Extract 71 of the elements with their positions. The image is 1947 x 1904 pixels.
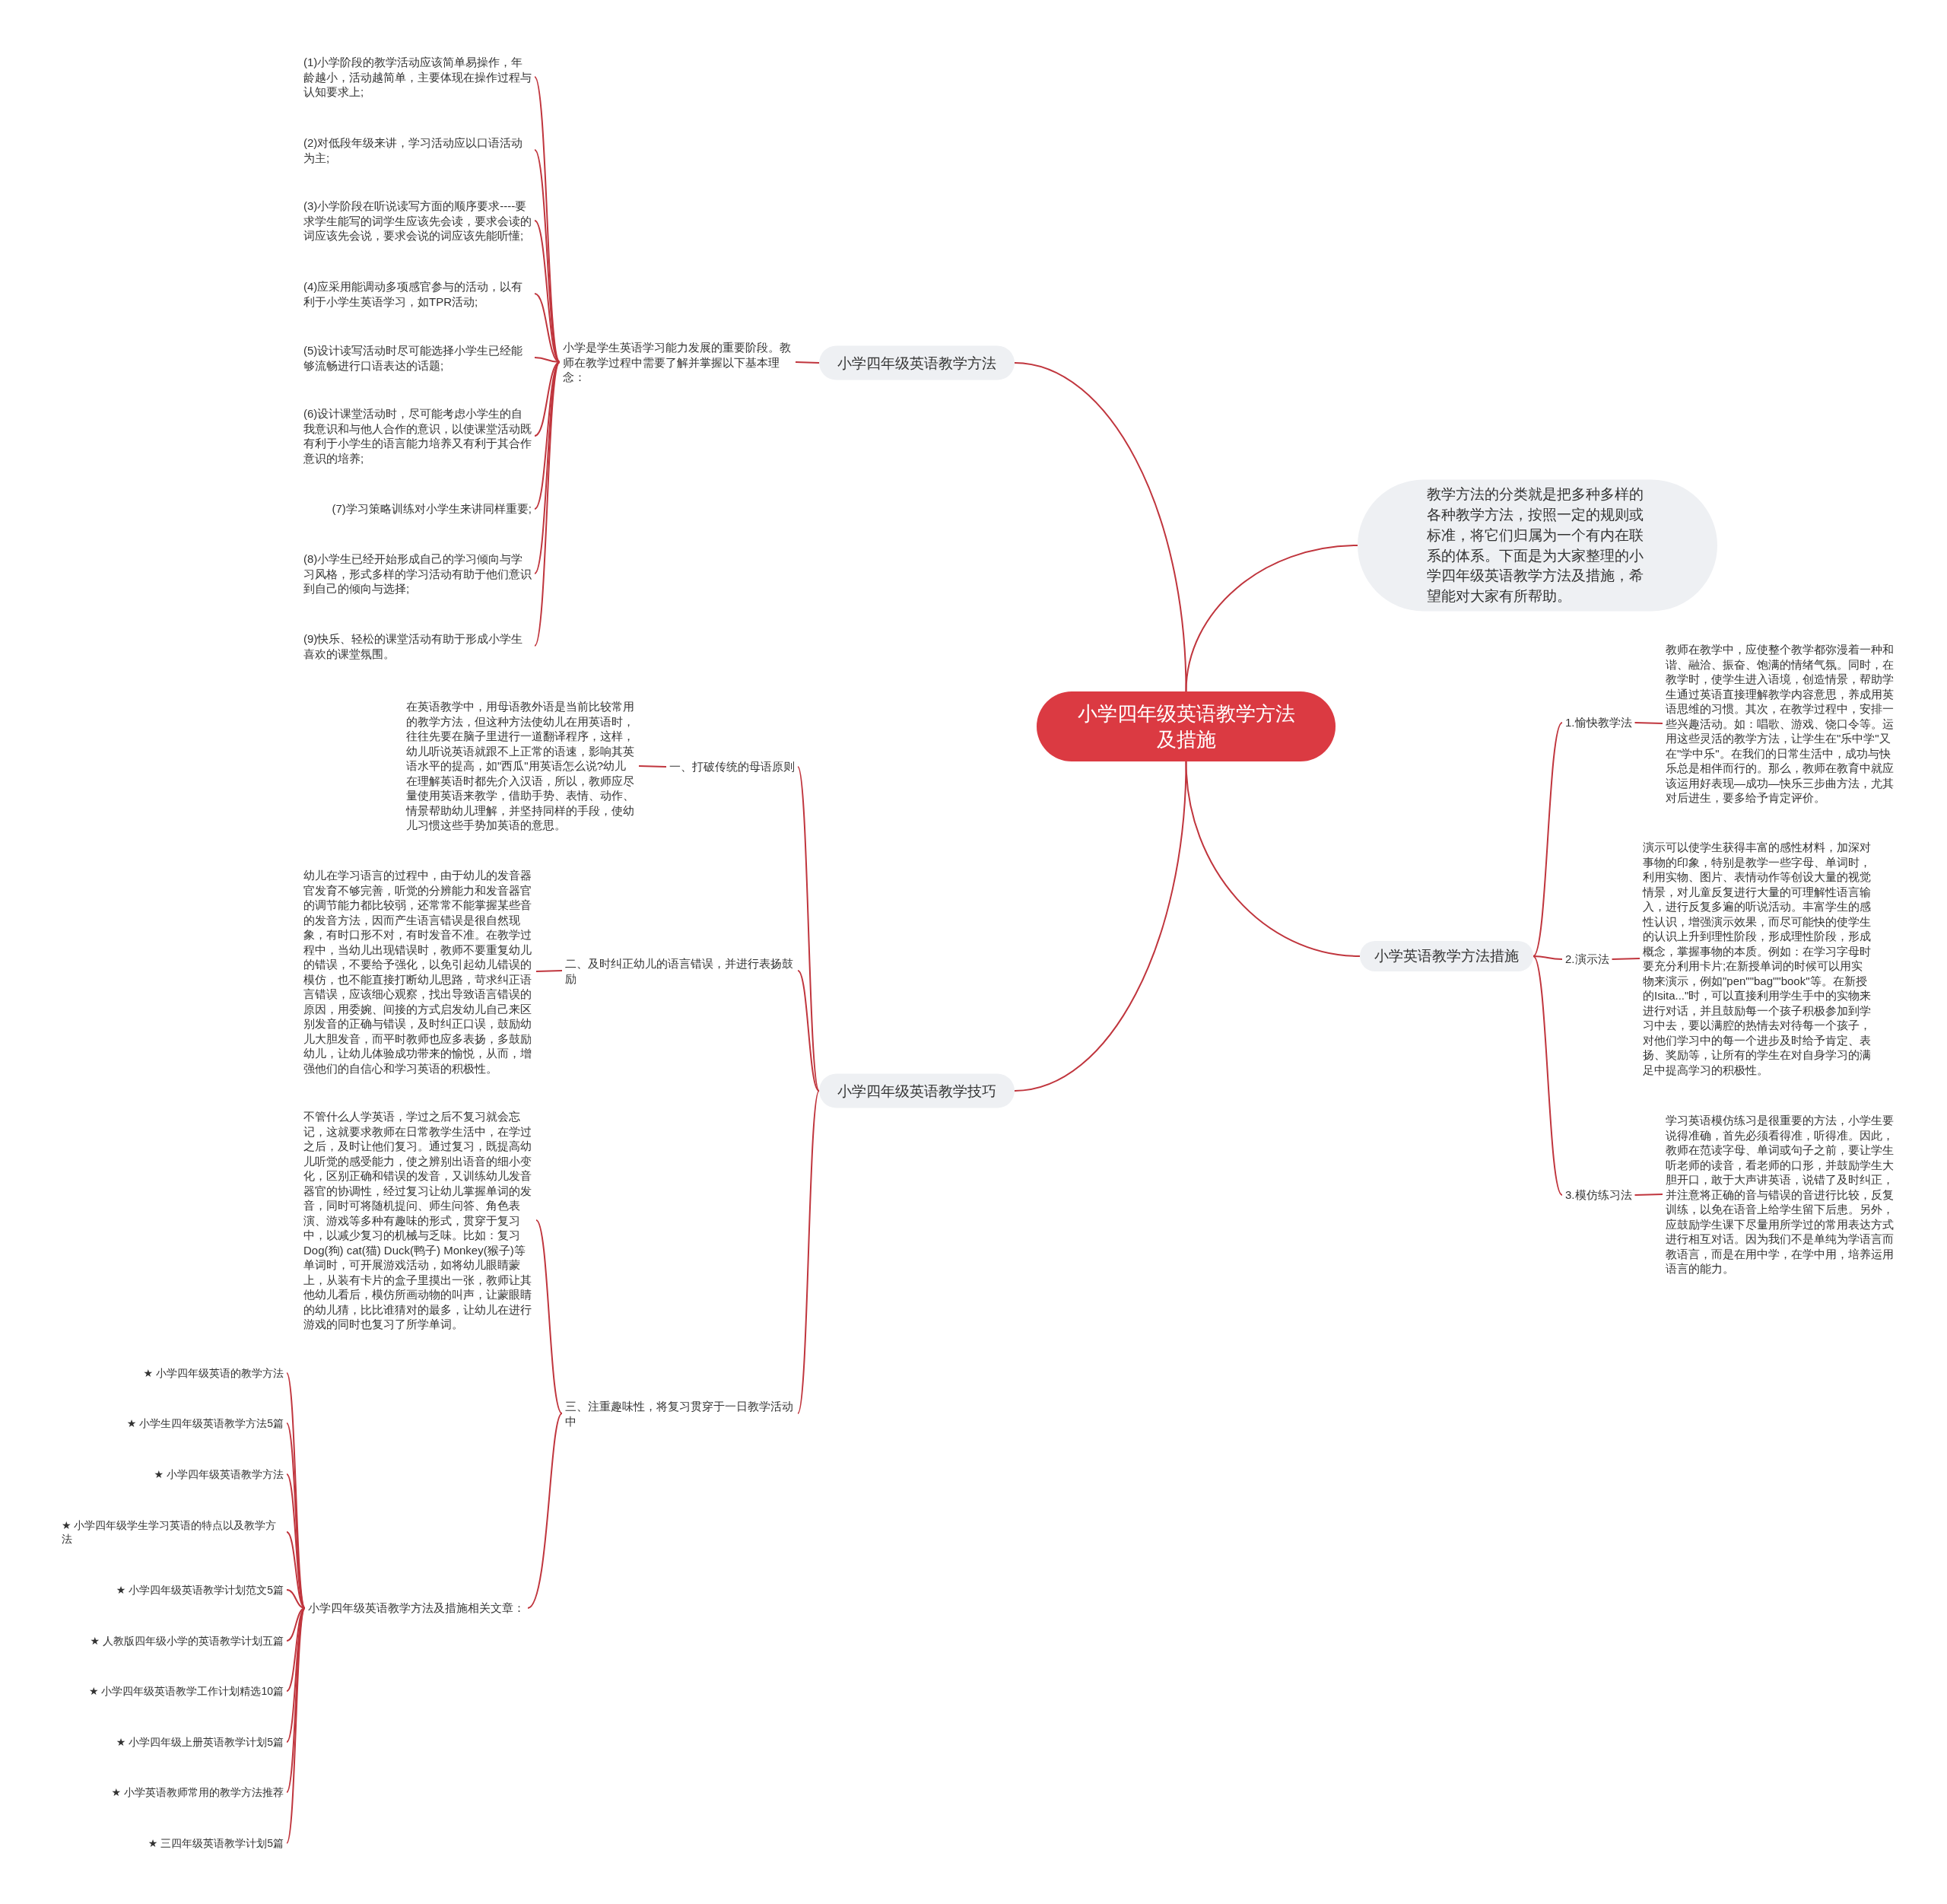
connector-line [1185, 545, 1358, 692]
branch-text: 小学四年级英语教学方法 [837, 354, 997, 372]
article-title-text: ★ 小学四年级英语的教学方法 [140, 1364, 287, 1382]
article-title-text: ★ 小学英语教师常用的教学方法推荐 [108, 1783, 287, 1801]
method-label: 1.愉快教学法 [1562, 714, 1635, 732]
central-topic-text: 小学四年级英语教学方法及措施 [1076, 701, 1296, 752]
method-note-text: 学习英语模仿练习是很重要的方法，小学生要说得准确，首先必须看得准，听得准。因此，教师在范读字母、单词或句子之前，要让学生听老师的读音，看老师的口形，并鼓励学生大胆开口，敢于大声讲英语，说错了及时纠正，并注意将正确的音与错误的音进行比较，反复训练，以免在语音上给学生留下后患。另外，应鼓励学生课下尽量用所学过的常用表达方式进行相互对话。因为我们不是单纯为学语言而教语言，而是在用中学，在学中用，培养运用语言的能力。 [1663, 1111, 1900, 1278]
connector-line [527, 1413, 563, 1609]
connector-line [1533, 722, 1563, 957]
article-title-text: ★ 小学四年级英语教学计划范文5篇 [113, 1581, 287, 1599]
connector-line [286, 1473, 306, 1609]
principle-text: (9)快乐、轻松的课堂活动有助于形成小学生喜欢的课堂氛围。 [300, 629, 535, 663]
intro-note-text: 小学是学生英语学习能力发展的重要阶段。教师在教学过程中需要了解并掌握以下基本理念： [560, 338, 796, 386]
connector-line [534, 361, 561, 647]
connector-line [1014, 761, 1187, 1092]
principle-text: (3)小学阶段在听说读写方面的顺序要求----要求学生能写的词学生应该先会读，要求会读的词应该先会说，要求会说的词应该先能听懂; [300, 196, 535, 245]
article-title-text: ★ 人教版四年级小学的英语教学计划五篇 [87, 1632, 287, 1650]
connector-line [286, 1607, 306, 1692]
connector-line [534, 293, 561, 363]
connector-line [795, 361, 820, 364]
method-label: 3.模仿练习法 [1562, 1186, 1635, 1204]
intro-text: 教学方法的分类就是把多种多样的各种教学方法，按照一定的规则或标准，将它们归属为一个有内在联系的体系。下面是为大家整理的小学四年级英语教学方法及措施，希望能对大家有所帮助。 [1426, 485, 1644, 606]
subtopic-label: 三、注重趣味性，将复习贯穿于一日教学活动中 [562, 1397, 798, 1430]
note-text: 不管什么人学英语，学过之后不复习就会忘记，这就要求教师在日常教学生活中，在学过之后，及时让他们复习。通过复习，既提高幼儿听觉的感受能力，使之辨别出语音的细小变化，区别正确和错误的发音，又训练幼儿发音器官的协调性，经过复习让幼儿掌握单词的发音，同时可将随机提问、师生问答、角色表演、游戏等多种有趣味的形式，贯穿于复习中，以减少复习的机械与乏味。比如：复习 Dog(狗) cat(猫) Duck(鸭子) Monkey(猴子)等单词时，可开展游戏活动，如将幼儿眼睛蒙上，从装有卡片的盒子里摸出一张，教师让其他幼儿看后，模仿所画动物的叫声，让蒙眼睛的幼儿猜，比比谁猜对的最多，让幼儿在进行游戏的同时也复习了所学单词。 [300, 1107, 536, 1333]
principle-text: (8)小学生已经开始形成自己的学习倾向与学习风格，形式多样的学习活动有助于他们意识到自己的倾向与选择; [300, 549, 535, 598]
principle-text: (2)对低段年级来讲，学习活动应以口语活动为主; [300, 133, 535, 167]
connector-line [797, 766, 820, 1092]
article-title-text: ★ 小学四年级英语教学方法 [151, 1465, 287, 1483]
connector-line [286, 1589, 306, 1609]
connector-line [286, 1607, 306, 1743]
connector-line [286, 1607, 306, 1793]
connector-line [1185, 761, 1361, 957]
article-title-text: ★ 小学四年级英语教学工作计划精选10篇 [86, 1682, 287, 1700]
article-title-text: ★ 小学生四年级英语教学方法5篇 [123, 1414, 287, 1432]
subtopic-label: 二、及时纠正幼儿的语言错误，并进行表扬鼓励 [562, 954, 798, 987]
connector-line [1533, 955, 1563, 1196]
connector-line [1611, 958, 1640, 960]
subtopic-label: 一、打破传统的母语原则 [666, 758, 798, 776]
article-title-text: ★ 小学四年级上册英语教学计划5篇 [113, 1733, 287, 1751]
connector-line [535, 1219, 563, 1414]
connector-line [1014, 362, 1187, 692]
principle-text: (4)应采用能调动多项感官参与的活动，以有利于小学生英语学习，如TPR活动; [300, 277, 535, 310]
principle-text: (7)学习策略训练对小学生来讲同样重要; [329, 500, 535, 518]
connector-line [1533, 955, 1563, 960]
branch-text: 小学四年级英语教学技巧 [837, 1082, 997, 1100]
connector-line [638, 765, 667, 768]
connector-line [1634, 722, 1663, 724]
connector-line [534, 220, 561, 363]
connector-line [797, 1090, 820, 1414]
connector-line [286, 1607, 306, 1844]
subtopic-label: 小学四年级英语教学方法及措施相关文章： [305, 1599, 528, 1617]
method-note-text: 教师在教学中，应使整个教学都弥漫着一种和谐、融洽、振奋、饱满的情绪气氛。同时，在教学时，使学生进入语境，创造情景，帮助学生通过英语直接理解教学内容意思，养成用英语思维的习惯。其次，在教学过程中，安排一些兴趣活动。如：唱歌、游戏、饶口令等。运用这些灵活的教学方法，让学生在"乐中学"又在"学中乐"。在我们的日常生活中，成功与快乐总是相伴而行的。那么，教师在教育中就应该运用好表现—成功—快乐三步曲方法，尤其对后进生，要多给予肯定评价。 [1663, 640, 1900, 807]
connector-line [535, 970, 563, 972]
connector-line [534, 361, 561, 510]
connector-line [1634, 1194, 1663, 1196]
note-text: 幼儿在学习语言的过程中，由于幼儿的发音器官发育不够完善，听觉的分辨能力和发音器官的调节能力都比较弱，还常常不能掌握某些音的发音方法，因而产生语言错误是很自然现象，有时口形不对，有时发音不准。在教学过程中，当幼儿出现错误时，教师不要重复幼儿的错误，不要给予强化，以免引起幼儿错误的模仿，也不能直接打断幼儿思路，苛求纠正语言错误，应该细心观察，找出导致语言错误的原因，用委婉、间接的方式启发幼儿自己来区别发音的正确与错误，及时纠正口误，鼓励幼儿大胆发音，而平时教师也应多表扬，多鼓励幼儿，让幼儿体验成功带来的愉悦，从而，增强他们的自信心和学习英语的积极性。 [300, 866, 536, 1077]
connector-line [286, 1531, 306, 1609]
branch-pill [819, 345, 1015, 380]
connector-line [797, 970, 820, 1092]
article-title-text: ★ 小学四年级学生学习英语的特点以及教学方法 [59, 1516, 287, 1548]
connector-line [534, 76, 561, 363]
note-text: 在英语教学中，用母语教外语是当前比较常用的教学方法，但这种方法使幼儿在用英语时，往往先要在脑子里进行一道翻译程序，这样，幼儿听说英语就跟不上正常的语速，影响其英语水平的提高，如"西瓜"用英语怎么说?幼儿在理解英语时都先介入汉语，所以，教师应尽量使用英语来教学，借助手势、表情、动作、情景帮助幼儿理解，并坚持同样的手段，使幼儿习惯这些手势加英语的意思。 [403, 698, 639, 834]
branch-pill [1360, 941, 1533, 971]
principle-text: (1)小学阶段的教学活动应该简单易操作，年龄越小，活动越简单，主要体现在操作过程与认知要求上; [300, 52, 535, 101]
principle-text: (6)设计课堂活动时，尽可能考虑小学生的自我意识和与他人合作的意识，以使课堂活动既有利于小学生的语言能力培养又有利于其合作意识的培养; [300, 405, 535, 467]
method-label: 2.演示法 [1562, 950, 1612, 968]
method-note-text: 演示可以使学生获得丰富的感性材料，加深对事物的印象，特别是教学一些字母、单词时，利用实物、图片、表情动作等创设大量的视觉情景，对儿童反复进行大量的可理解性语言输入，进行反复多遍的听说活动。丰富学生的感性认识，增强演示效果，而尽可能快的使学生的认识上升到理性阶段，形成理性阶段，形成概念，掌握事物的本质。例如：在学习字母时要充分利用卡片;在新授单词的时候可以用实物来演示，例如"pen""bag""book"等。在新授的Isita..."时，可以直接利用学生手中的实物来进行对话，并且鼓励每一个孩子积极参加到学习中去，要以满腔的热情去对待每一个孩子，对他们学习中的每一个进步及时给予肯定、表扬、奖励等，让所有的学生在对自身学习的满足中提高学习的积极性。 [1640, 838, 1877, 1079]
branch-pill [819, 1073, 1015, 1108]
branch-text: 小学英语教学方法措施 [1374, 947, 1520, 965]
principle-text: (5)设计读写活动时尽可能选择小学生已经能够流畅进行口语表达的话题; [300, 341, 535, 374]
article-title-text: ★ 三四年级英语教学计划5篇 [145, 1834, 287, 1852]
